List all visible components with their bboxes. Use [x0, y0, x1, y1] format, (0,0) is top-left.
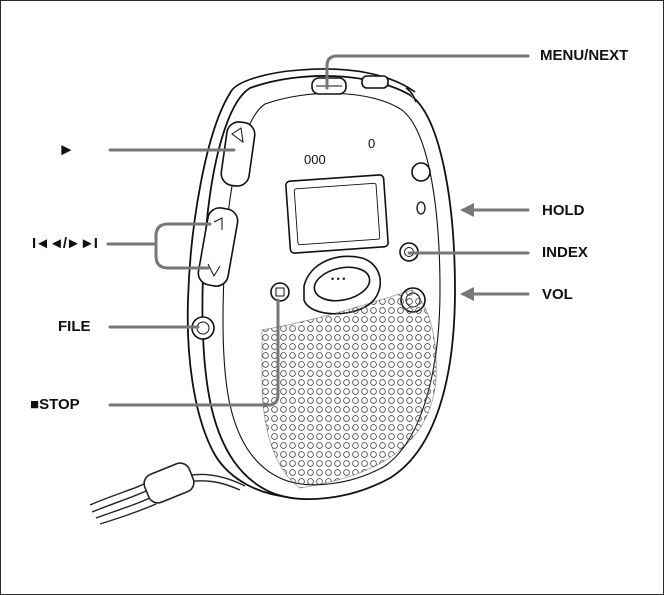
lcd-display	[285, 174, 389, 254]
mic-dots-marking: 000	[304, 152, 326, 167]
play-button	[220, 121, 256, 187]
label-vol: VOL	[542, 286, 573, 303]
label-file: FILE	[58, 318, 91, 335]
led-marking: 0	[368, 136, 375, 151]
skip-bracket	[154, 222, 212, 270]
label-hold: HOLD	[542, 202, 585, 219]
mic-button	[411, 162, 431, 182]
top-buttons	[311, 75, 417, 103]
label-menu-next: MENU/NEXT	[540, 47, 629, 64]
hold-switch	[416, 201, 426, 215]
menu-next-leader	[325, 54, 530, 90]
rec-dots: • • •	[331, 274, 345, 284]
stop-mark: ■	[30, 396, 40, 413]
vol-arrowhead	[460, 287, 474, 301]
hold-arrowhead	[460, 203, 474, 217]
label-skip-symbol: I◄◄/►►I	[32, 235, 98, 252]
label-stop-group: ■STOP	[30, 396, 80, 414]
label-play-symbol: ►	[58, 140, 75, 159]
label-index: INDEX	[542, 244, 588, 261]
leader-lines	[106, 54, 530, 407]
wrist-strap	[89, 462, 246, 525]
top-switch	[361, 75, 389, 89]
stop-button	[270, 282, 290, 302]
stop-leader	[108, 298, 280, 407]
label-stop: STOP	[39, 396, 80, 413]
rec-button	[313, 266, 371, 302]
leader-arrowheads	[460, 203, 474, 301]
